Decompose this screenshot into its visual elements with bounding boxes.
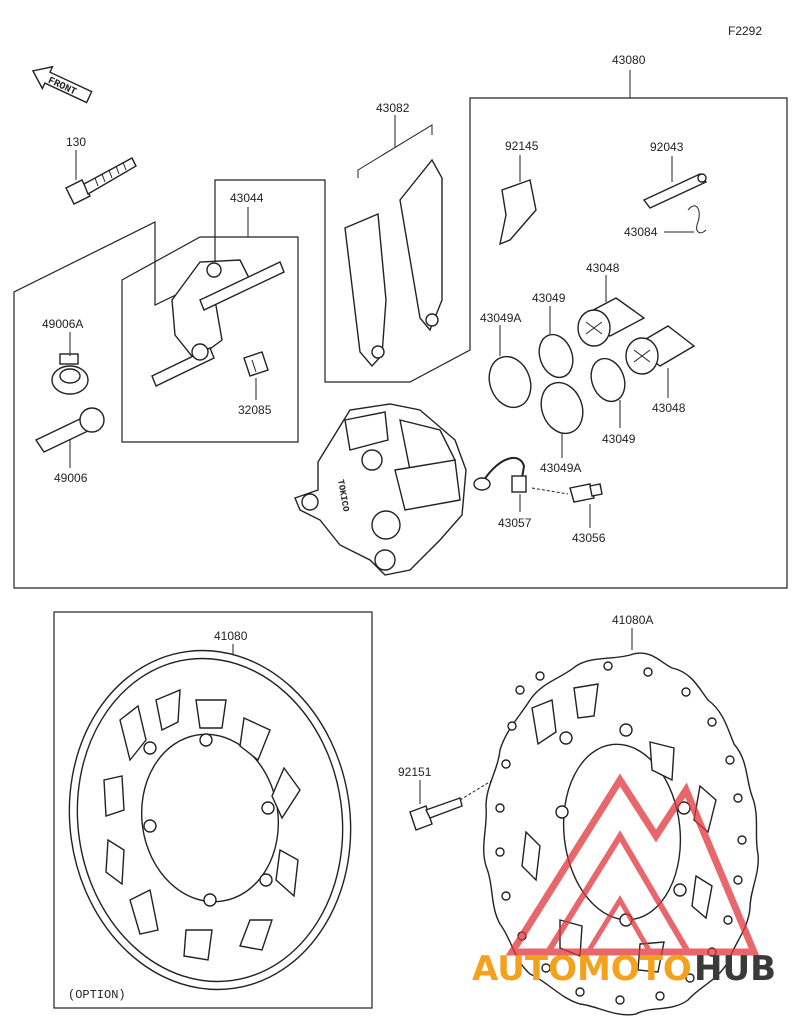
seal-43049-lower xyxy=(590,357,626,403)
label-49006: 49006 xyxy=(54,471,88,485)
sleeve-49006 xyxy=(34,407,105,453)
label-32085: 32085 xyxy=(238,403,272,417)
label-41080A: 41080A xyxy=(612,613,653,627)
brake-disc-41080 xyxy=(68,649,352,991)
label-130: 130 xyxy=(66,135,86,149)
option-label: (OPTION) xyxy=(68,988,126,1002)
label-43049A-upper: 43049A xyxy=(480,311,521,325)
pad-spring-32085 xyxy=(243,351,269,377)
label-92145: 92145 xyxy=(505,139,539,153)
seal-43049A-upper xyxy=(488,355,532,409)
watermark-logo xyxy=(505,773,760,956)
bolt-130 xyxy=(65,157,137,205)
label-43082: 43082 xyxy=(376,101,410,115)
caliper-body: TOKICO xyxy=(294,403,467,576)
label-43048-upper: 43048 xyxy=(586,261,620,275)
label-43084: 43084 xyxy=(624,225,658,239)
bracket-43044 xyxy=(151,259,285,387)
piston-43048-lower xyxy=(625,325,696,375)
brake-pad-outer xyxy=(399,158,443,332)
label-43049-upper: 43049 xyxy=(532,291,566,305)
label-92043: 92043 xyxy=(650,140,684,154)
pad-spring-92145 xyxy=(499,179,537,246)
label-49006A: 49006A xyxy=(42,317,83,331)
label-43080: 43080 xyxy=(612,53,646,67)
label-43049-lower: 43049 xyxy=(602,432,636,446)
label-43048-lower: 43048 xyxy=(652,401,686,415)
label-41080: 41080 xyxy=(214,629,248,643)
watermark-text-part2: HUB xyxy=(694,949,776,989)
label-43057: 43057 xyxy=(498,516,532,530)
seal-43049A-lower xyxy=(540,381,584,435)
boot-49006A xyxy=(51,353,89,395)
bracket-43044-box xyxy=(121,236,299,443)
watermark-text-part1: AUTOMOTO xyxy=(472,949,692,989)
seal-43049-upper xyxy=(538,333,574,379)
brake-pad-inner xyxy=(344,212,387,368)
clip-43084 xyxy=(687,205,707,234)
label-43049A-lower: 43049A xyxy=(540,461,581,475)
label-43056: 43056 xyxy=(572,531,606,545)
pipe-43057 xyxy=(473,456,527,493)
piston-43048-upper xyxy=(577,297,646,347)
label-92151: 92151 xyxy=(398,765,432,779)
label-43044: 43044 xyxy=(230,191,264,205)
pin-92043 xyxy=(642,173,708,209)
figure-code: F2292 xyxy=(728,24,762,38)
option-disc-box xyxy=(53,611,373,1009)
bleeder-valve-43056 xyxy=(531,483,603,503)
front-arrow-icon: FRONT xyxy=(31,65,93,104)
